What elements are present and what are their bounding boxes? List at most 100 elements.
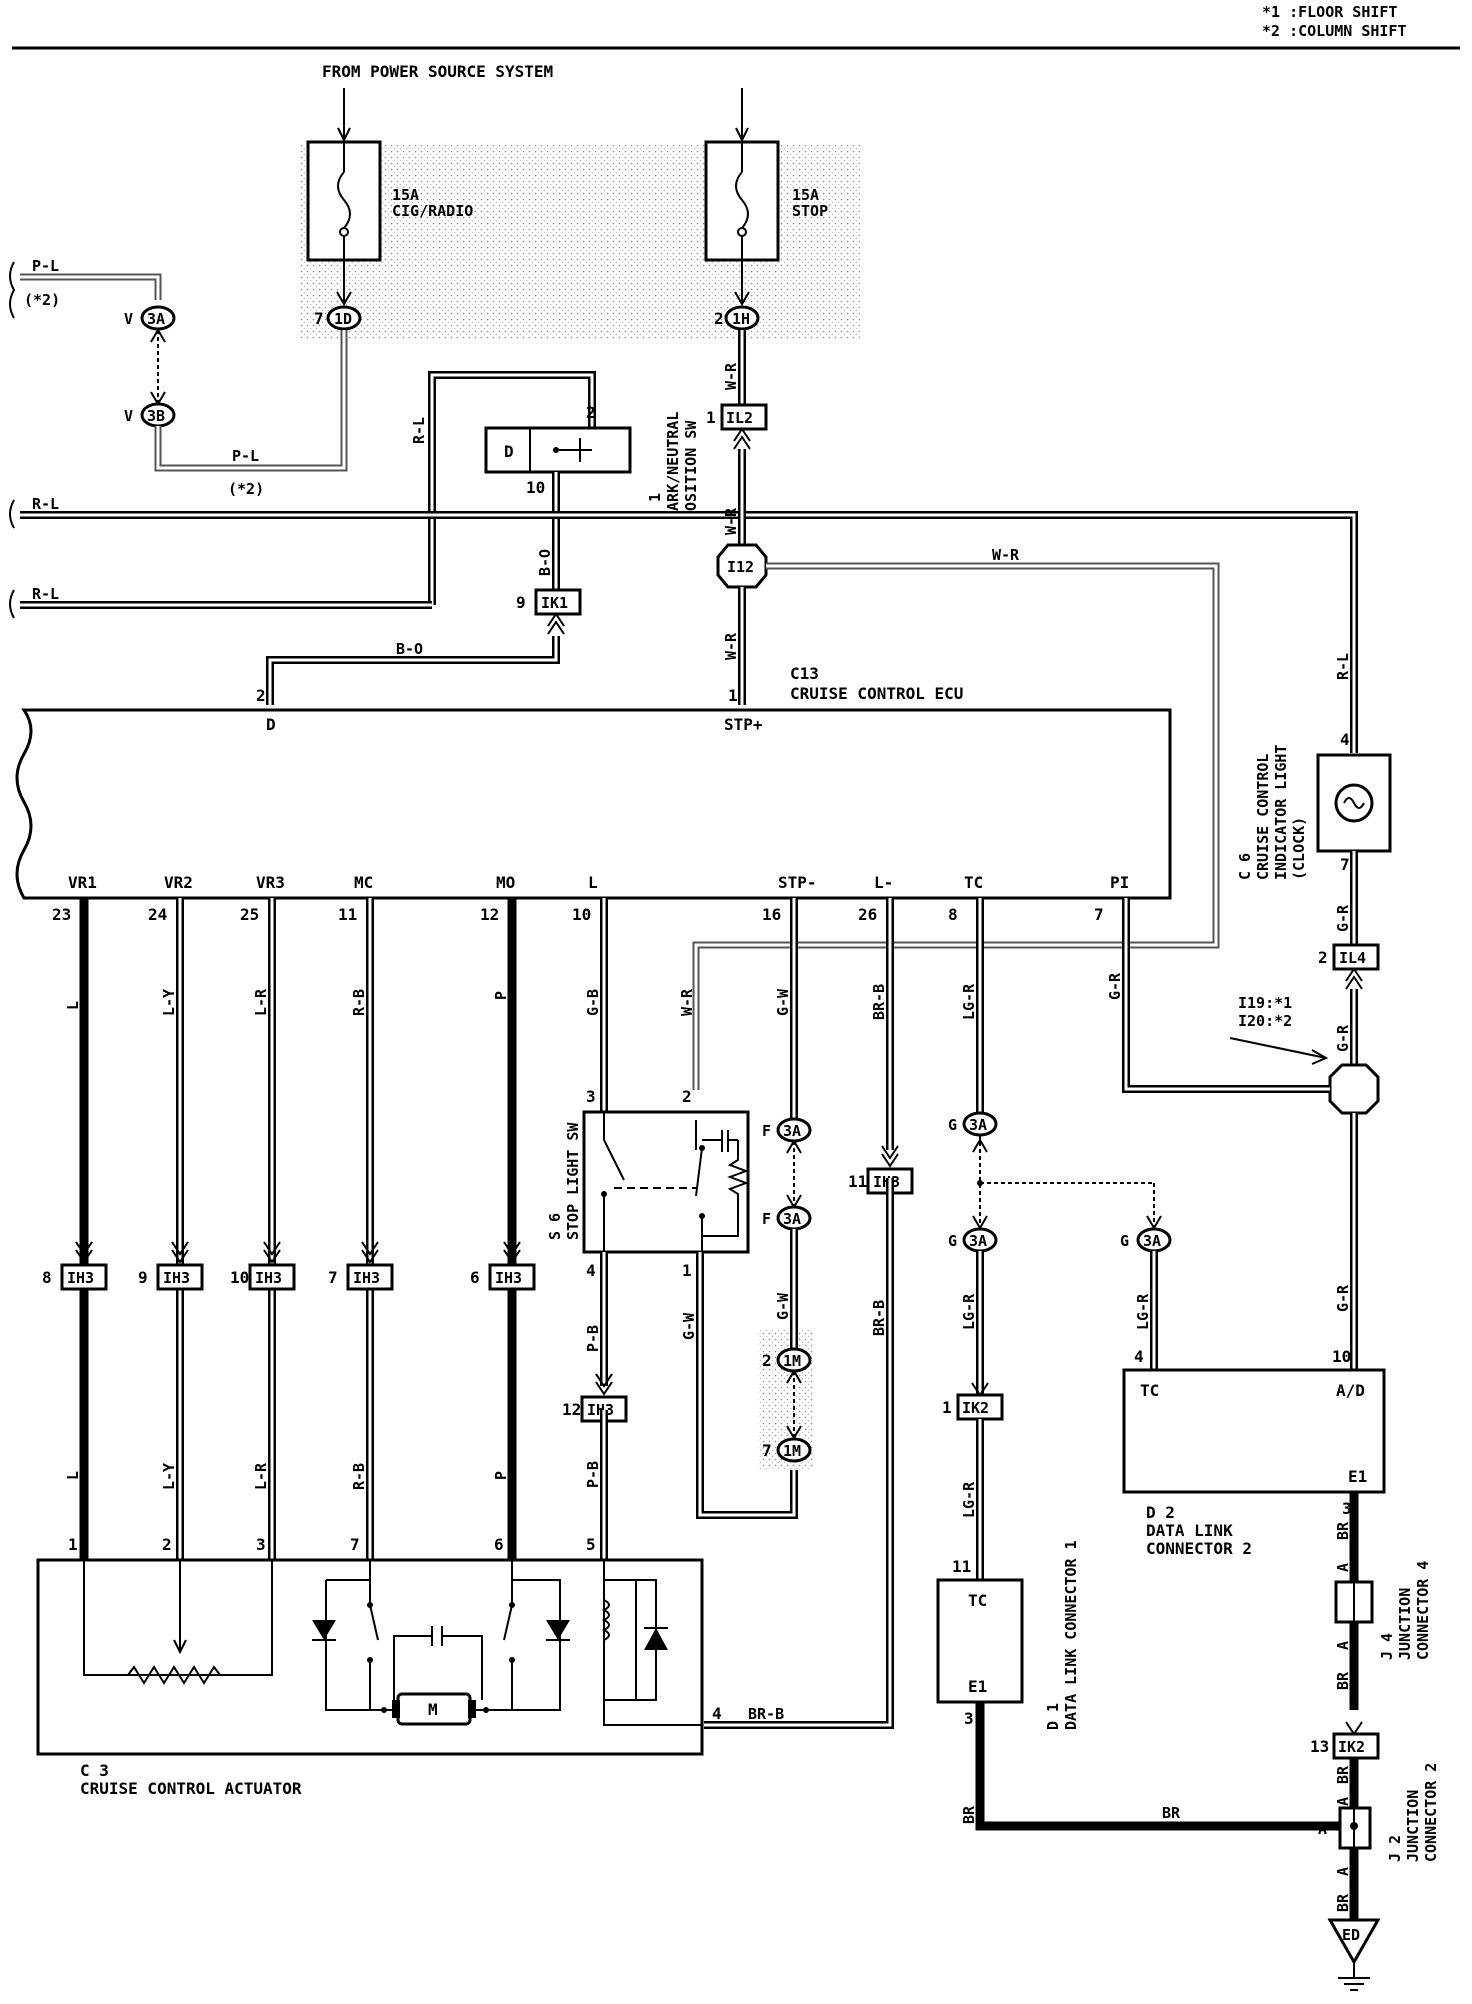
j2-name2: CONNECTOR 2	[1422, 1763, 1440, 1862]
d1-pin-bottom: 3	[964, 1709, 974, 1728]
connector-il2-pin: 1	[706, 408, 716, 427]
ground-icon	[1327, 1918, 1381, 1966]
s6-code: S 6	[546, 1213, 564, 1240]
connector-3a-f1-letter: F	[762, 1122, 771, 1140]
d2-code: D 2	[1146, 1503, 1175, 1522]
wire-br-d2: BR	[1334, 1521, 1352, 1540]
pl-branch: P-L (*2) 3A V 3B V P-L (*2)	[9, 257, 348, 498]
d1-name: DATA LINK CONNECTOR 1	[1062, 1540, 1080, 1730]
ih3-connector-pin: 9	[138, 1268, 148, 1287]
connector-1m-b: 1M	[783, 1442, 801, 1460]
actuator-pin: 6	[494, 1535, 504, 1554]
actuator-pin: 4	[712, 1704, 722, 1723]
park-neutral-switch: R-L D 2 10 P 1 PARK/NEUTRAL POSITION SW …	[266, 371, 700, 705]
wire-gb-l: G-B	[584, 989, 602, 1016]
connector-3a-g3-letter: G	[1120, 1232, 1129, 1250]
d2-terminal-e1: E1	[1348, 1467, 1367, 1486]
d1-pin-top: 11	[952, 1557, 971, 1576]
wire-bo-p1: B-O	[536, 549, 554, 576]
ecu-terminal-stp-: STP-	[778, 873, 817, 892]
ih3-connector-box	[488, 1263, 536, 1291]
wire-bo-main: B-O	[396, 640, 423, 658]
ih3-connector-label: IH3	[495, 1269, 522, 1287]
actuator-code: C 3	[80, 1761, 109, 1780]
ecu-terminal-mo: MO	[496, 873, 515, 892]
ecu-pin-l: 10	[572, 905, 591, 924]
ecu-name: CRUISE CONTROL ECU	[790, 684, 963, 703]
legend-column-shift: *2 :COLUMN SHIFT	[1262, 22, 1407, 40]
p1-name2: POSITION SW	[682, 420, 700, 520]
wire-rl-p1: R-L	[410, 417, 428, 444]
p1-terminal-d: D	[504, 442, 514, 461]
connector-ik1-pin: 9	[516, 593, 526, 612]
connector-3b: 3B	[147, 407, 165, 425]
wire-gw-stp: G-W	[774, 988, 792, 1016]
ecu-pin-stp-: 16	[762, 905, 781, 924]
connector-1h: 1H 2	[714, 260, 760, 331]
ecu-pin-pi: 7	[1094, 905, 1104, 924]
tc-line: 3A G 3A G 3A G LG-R IK2 1 LG-R LG-R	[942, 1111, 1172, 1580]
wire-l-vr1-low: L	[64, 1471, 82, 1480]
ecu-pin-d: 2	[256, 686, 266, 705]
wire-br-d1: BR	[960, 1805, 978, 1824]
p1-name1: PARK/NEUTRAL	[664, 412, 682, 520]
wire-br-ik2: BR	[1334, 1765, 1352, 1784]
connector-1m-b-pin: 7	[762, 1441, 772, 1460]
connector-ik2-a-pin: 1	[942, 1398, 952, 1417]
wire-brb-act: BR-B	[748, 1705, 784, 1723]
ecu-pin-l-: 26	[858, 905, 877, 924]
p1-pin-bottom: 10	[526, 478, 545, 497]
stop-light-switch: 3 2 S 6 STOP LIGHT SW 4 1 P-B G-W	[546, 1087, 798, 1519]
j2-name1: JUNCTION	[1404, 1790, 1422, 1862]
wire-wr-right: W-R	[992, 546, 1020, 564]
ecu-terminal-stp-plus: STP+	[724, 715, 763, 734]
ih3-connector-pin: 10	[230, 1268, 249, 1287]
actuator-pin: 7	[350, 1535, 360, 1554]
fuse1-name: CIG/RADIO	[392, 202, 473, 220]
ecu-pin-vr1: 23	[52, 905, 71, 924]
brb-line: BR-B BR-B	[704, 1178, 894, 1729]
c6-name3: (CLOCK)	[1290, 817, 1308, 880]
wire-wr-s6: W-R	[678, 988, 696, 1016]
connector-1d: 1D 7	[314, 260, 362, 331]
ecu-terminal-mc: MC	[354, 873, 373, 892]
wire-lgr-d1: LG-R	[960, 1481, 978, 1518]
connector-ik2-a: IK2	[962, 1399, 989, 1417]
wire-wr-mid: W-R	[722, 507, 740, 535]
wire-pl-note-2: (*2)	[228, 480, 264, 498]
wire-gw-s6: G-W	[680, 1312, 698, 1340]
wire-lr-vr3: L-R	[252, 988, 270, 1016]
wire-rb-mc-low: R-B	[350, 1463, 368, 1490]
ecu-bottom-terminals: VR123VR224VR325MC11MO12L10STP-16L-26TC8P…	[52, 873, 1129, 924]
ih3-connector-label: IH3	[67, 1269, 94, 1287]
c6-pin-bottom: 7	[1340, 855, 1350, 874]
fuse-stop: 15A STOP	[704, 140, 828, 262]
connector-3a-g1: 3A	[969, 1116, 987, 1134]
ih3-connector-box	[60, 1263, 108, 1291]
d1-terminal-e1: E1	[968, 1677, 987, 1696]
connector-i12: I12	[727, 558, 754, 576]
ecu-pin-vr3: 25	[240, 905, 259, 924]
wire-gr-d2: G-R	[1334, 1284, 1352, 1312]
wire-ly-vr2-low: L-Y	[160, 1463, 178, 1490]
fuse1-rating: 15A	[392, 186, 419, 204]
wire-br-ground: BR	[1334, 1893, 1352, 1912]
d2-pin-e1: 3	[1342, 1499, 1352, 1518]
wire-l-vr1: L	[64, 1001, 82, 1010]
wire-gw-1m: G-W	[774, 1292, 792, 1320]
ih3-connector-label: IH3	[353, 1269, 380, 1287]
cruise-control-ecu: C13 CRUISE CONTROL ECU 2 D 1 STP+ VR123V…	[15, 664, 1172, 924]
ih3-connector-pin: 7	[328, 1268, 338, 1287]
wire-pb-s6: P-B	[584, 1325, 602, 1352]
wire-brb-low: BR-B	[870, 1300, 888, 1336]
ecu-code: C13	[790, 664, 819, 683]
wire-a-j2-left: A	[1318, 1820, 1327, 1838]
stp-minus-connectors: 3A F 3A F G-W 1M 2 1M 7	[758, 1117, 814, 1470]
legend-floor-shift: *1 :FLOOR SHIFT	[1262, 3, 1397, 21]
wire-gr-pi: G-R	[1106, 972, 1124, 1000]
wire-pl-label: P-L	[32, 257, 59, 275]
wire-wr-low: W-R	[722, 632, 740, 660]
connector-3a-g2: 3A	[969, 1232, 987, 1250]
